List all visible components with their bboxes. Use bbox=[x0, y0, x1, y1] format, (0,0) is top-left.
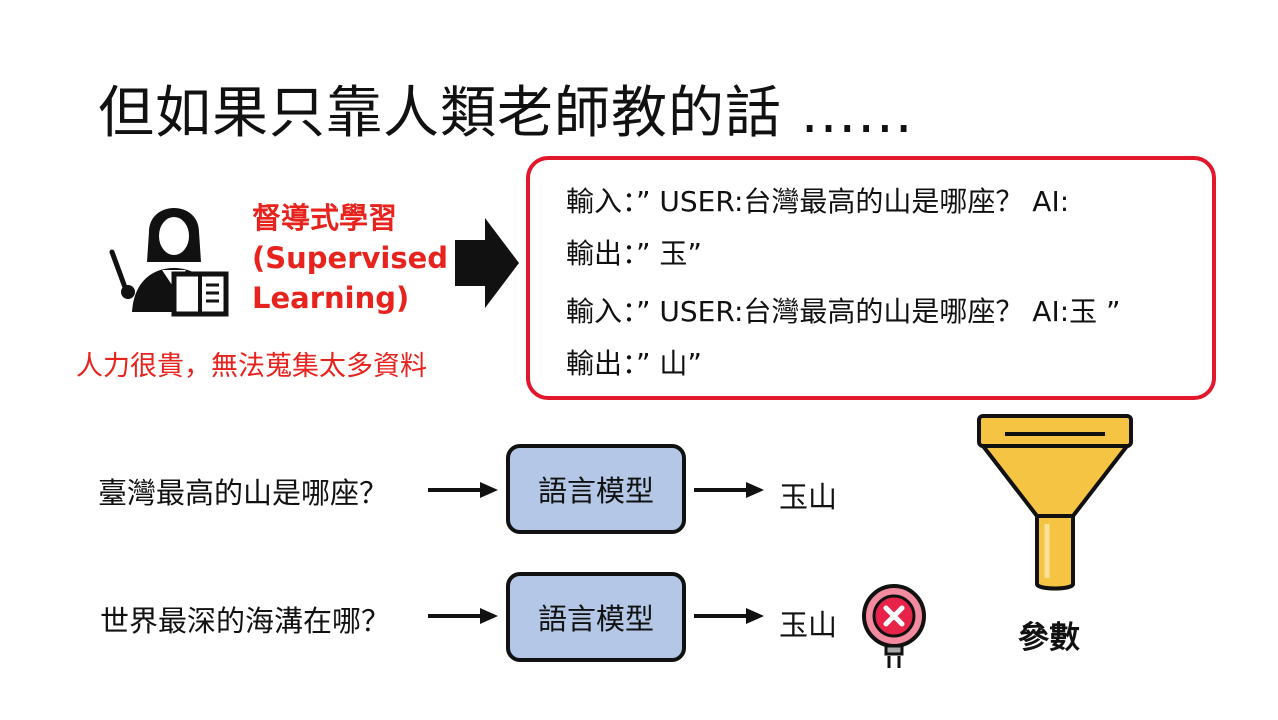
question-2: 世界最深的海溝在哪？ bbox=[100, 604, 391, 638]
wrong-x-icon bbox=[862, 584, 926, 668]
example-output-2: 輸出：” 山” bbox=[566, 347, 702, 380]
question-1: 臺灣最高的山是哪座？ bbox=[98, 476, 389, 510]
slide-title: 但如果只靠人類老師教的話 ...... bbox=[98, 81, 914, 146]
arrow-right-icon bbox=[428, 482, 498, 498]
example-output-1: 輸出：” 玉” bbox=[566, 237, 702, 270]
arrow-right-icon bbox=[428, 608, 498, 624]
answer-1: 玉山 bbox=[779, 480, 838, 514]
supervised-learning-label: 督導式學習 (Supervised Learning) bbox=[252, 198, 448, 318]
cost-note: 人力很貴，無法蒐集太多資料 bbox=[76, 351, 427, 382]
language-model-box-2: 語言模型 bbox=[506, 572, 686, 662]
supervised-title-en-2: Learning) bbox=[252, 281, 410, 315]
arrow-right-icon bbox=[694, 482, 764, 498]
params-label: 參數 bbox=[1018, 620, 1080, 656]
arrow-right-icon bbox=[694, 608, 764, 624]
training-examples-box: 輸入：” USER:台灣最高的山是哪座？ AI: 輸出：” 玉” 輸入：” US… bbox=[526, 156, 1216, 400]
supervised-title-en-1: (Supervised bbox=[252, 241, 449, 275]
example-input-2: 輸入：” USER:台灣最高的山是哪座？ AI:玉 ” bbox=[566, 295, 1121, 328]
funnel-icon bbox=[977, 414, 1133, 591]
answer-2: 玉山 bbox=[779, 608, 838, 642]
right-arrow-icon bbox=[455, 218, 519, 308]
teacher-icon bbox=[109, 208, 229, 317]
supervised-title-zh: 督導式學習 bbox=[252, 201, 398, 235]
language-model-box-1: 語言模型 bbox=[506, 444, 686, 534]
example-input-1: 輸入：” USER:台灣最高的山是哪座？ AI: bbox=[566, 185, 1070, 218]
